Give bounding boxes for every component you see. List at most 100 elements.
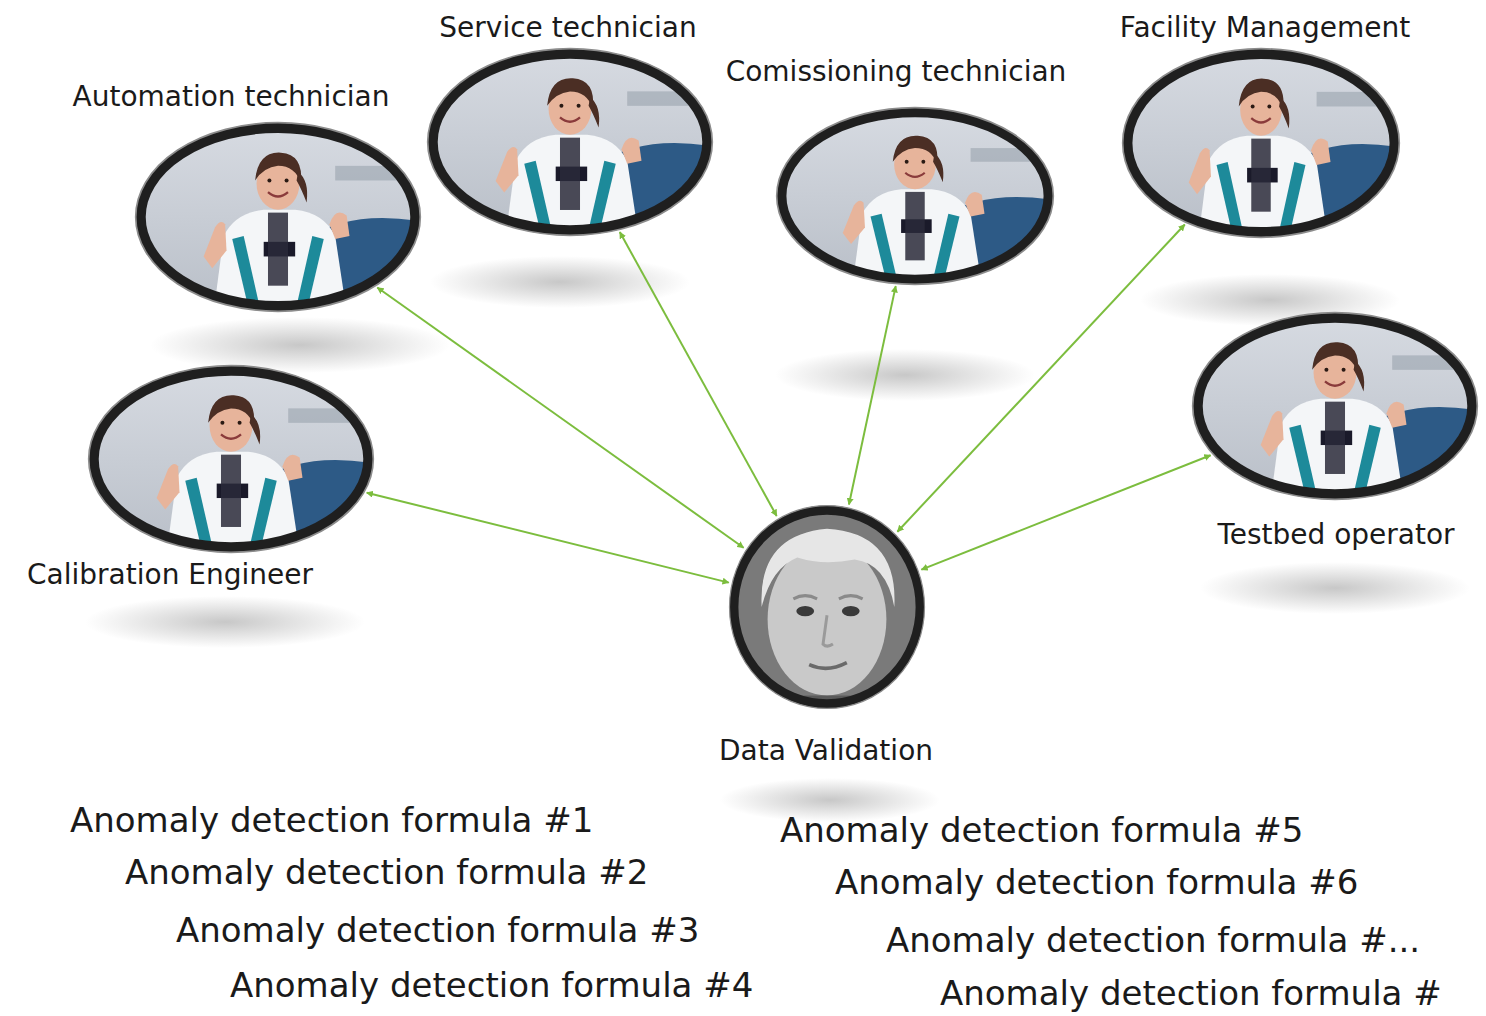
portrait-illustration [135,122,421,312]
illustration-part [1324,368,1328,372]
portrait-illustration [728,504,926,710]
drop-shadow [85,596,365,648]
illustration-part [88,365,374,553]
illustration-part [427,48,713,236]
illustration-part [157,464,180,510]
illustration-part [135,122,421,312]
illustration-part [1122,48,1400,238]
portrait-ellipse [1122,48,1400,238]
formula-label: Anomaly detection formula #5 [780,810,1303,851]
illustration-part [250,414,261,444]
illustration-part [1251,104,1255,108]
illustration-part [220,421,224,425]
illustration-part [823,615,833,646]
illustration-part [1312,342,1358,372]
illustration-part [1251,118,1270,122]
illustration-part [843,201,865,244]
drop-shadow [150,317,450,373]
portrait-frame [433,54,708,230]
portrait-frame [1128,54,1395,232]
drop-shadow [775,349,1035,401]
illustration-part [809,663,847,669]
portrait-ellipse [1192,312,1478,500]
illustration-part [839,596,863,599]
role-label: Automation technician [73,80,390,114]
illustration-part [1325,381,1345,385]
illustration-part [621,138,641,164]
portrait-ellipse [427,48,713,236]
portrait-frame [734,510,920,704]
formula-label: Anomaly detection formula #2 [125,852,648,893]
connector-arrow [367,493,729,583]
illustration-part [560,138,580,210]
illustration-part [427,48,713,236]
illustration-part [933,154,943,183]
portrait-frame-rim [1123,49,1400,238]
illustration-part [965,192,984,217]
role-label: Comissioning technician [726,55,1067,89]
formula-label: Anomaly detection formula #3 [176,910,699,951]
illustration-part [221,434,241,438]
illustration-part [1267,104,1271,108]
formula-label: Anomaly detection formula #... [886,920,1420,961]
illustration-part [761,529,894,607]
portrait-illustration [776,107,1054,285]
illustration-part [282,455,302,481]
formula-label: Anomaly detection formula #6 [835,862,1358,903]
connector-arrow [377,288,743,548]
illustration-part [1386,402,1406,428]
illustration-part [905,192,924,260]
illustration-part [496,147,519,193]
illustration-part [728,504,926,716]
portrait-frame-rim [1193,313,1478,500]
illustration-part [1325,402,1345,474]
connector-arrow [849,286,896,504]
portrait-illustration [427,48,713,236]
illustration-part [1192,312,1478,500]
illustration-part [577,104,581,108]
illustration-part [285,178,289,182]
illustration-part [1354,361,1365,391]
illustration-part [768,543,887,695]
portrait-frame-rim [136,123,421,312]
illustration-part [204,222,227,268]
illustration-part [1279,98,1289,129]
portrait-ellipse [728,504,926,710]
illustration-part [329,213,349,239]
illustration-part [267,178,271,182]
role-label: Facility Management [1120,11,1410,45]
portrait-ellipse [135,122,421,312]
portrait-frame-rim [729,506,924,709]
portrait-illustration [88,365,374,553]
connector-arrow [620,232,777,516]
formula-label: Anomaly detection formula #4 [230,965,753,1006]
illustration-part [1122,48,1400,238]
illustration-part [776,107,1054,285]
illustration-part [905,160,909,164]
illustration-part [268,213,288,286]
formula-label: Anomaly detection formula # [940,973,1442,1014]
illustration-part [135,122,421,312]
illustration-part [1192,312,1478,500]
portrait-node: Comissioning technician [776,107,1054,285]
illustration-part [1239,79,1284,110]
portrait-frame [141,128,416,306]
role-label: Data Validation [719,734,933,768]
portrait-illustration [1122,48,1400,238]
illustration-part [221,455,241,527]
drop-shadow [1200,562,1470,614]
portrait-ellipse [88,365,374,553]
portrait-node: Calibration Engineer [88,365,374,553]
connector-arrow [921,455,1210,569]
role-label: Testbed operator [1217,518,1454,552]
illustration-part [1342,368,1346,372]
illustration-part [921,160,925,164]
portrait-frame [94,371,369,547]
portrait-frame [1198,318,1473,494]
formula-label: Anomaly detection formula #1 [70,800,593,841]
illustration-part [1311,139,1330,165]
illustration-part [208,395,254,425]
portrait-node: Automation technician [135,122,421,312]
role-label: Calibration Engineer [27,558,313,592]
